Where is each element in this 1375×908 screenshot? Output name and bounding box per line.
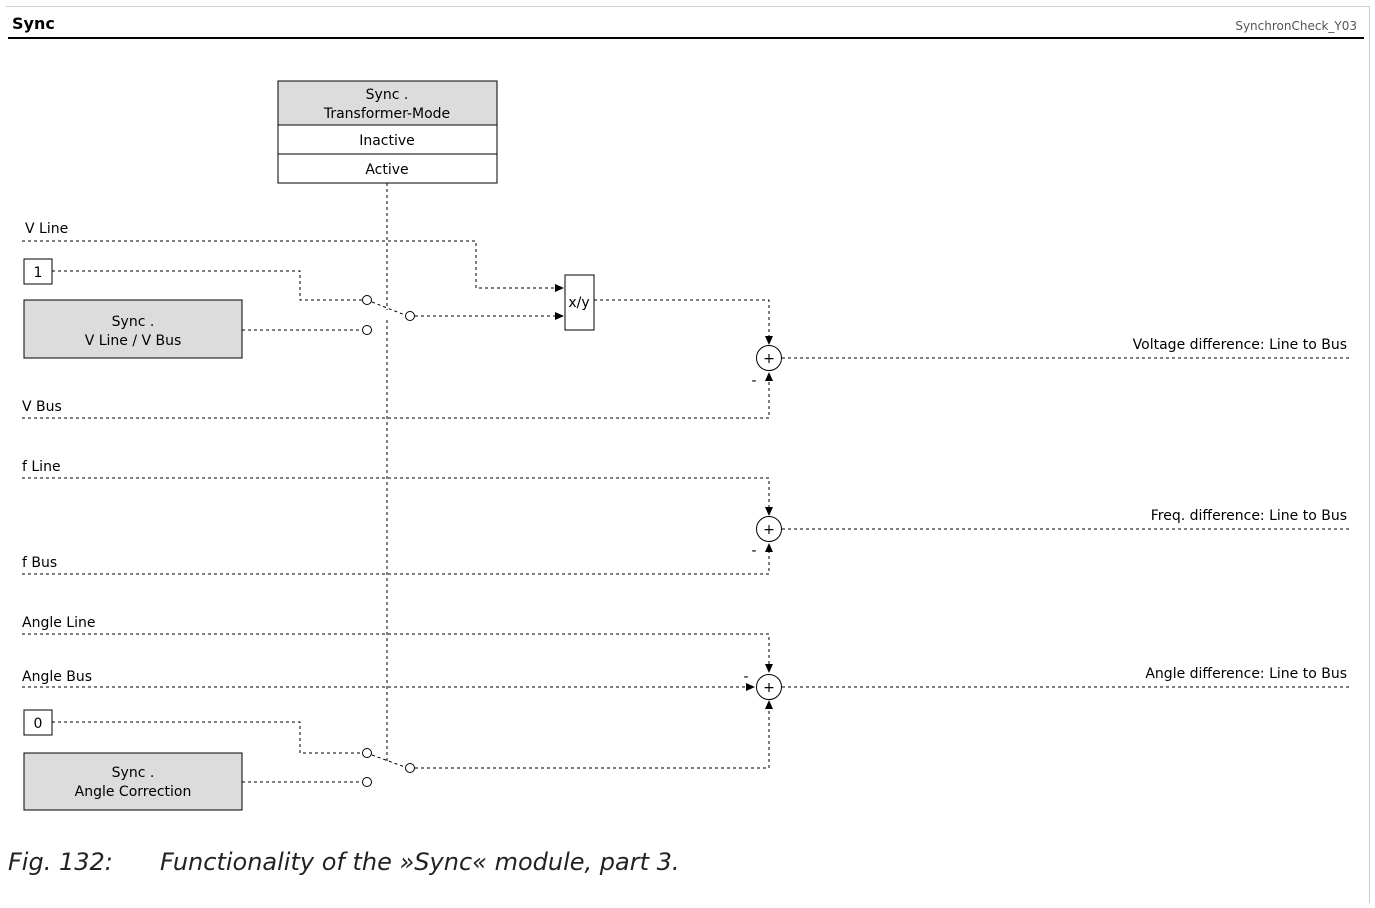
v-bus-label: V Bus: [22, 399, 62, 415]
arrow-head: [765, 507, 773, 516]
angle-bus-label: Angle Bus: [22, 669, 92, 685]
mode-option-active: [277, 153, 498, 184]
sum-plus: +: [763, 522, 775, 538]
switch-contact: [362, 748, 372, 758]
arrow-head: [765, 700, 773, 709]
figure-number: Fig. 132:: [8, 848, 113, 876]
angle-corr-title-2: Angle Correction: [75, 784, 192, 800]
const-one-wire: [52, 270, 362, 301]
switch-arm: [371, 301, 406, 316]
const-one-label: 1: [34, 265, 43, 281]
angle-switch-out-wire: [415, 708, 770, 769]
header-rule: [8, 37, 1364, 39]
v-bus-wire: [22, 380, 770, 419]
arrow-head: [765, 372, 773, 381]
f-line-wire: [22, 477, 770, 508]
angle-corr-title-1: Sync .: [112, 765, 155, 781]
mode-table-header: [277, 80, 498, 126]
divider-block: [564, 274, 595, 331]
sum-minus: -: [743, 669, 748, 685]
angle-correction-setting-box: [23, 752, 243, 811]
transformer-mode-table: Sync . Transformer-Mode Inactive Active: [277, 80, 498, 184]
arrow-head: [555, 284, 564, 292]
const-one-box: [23, 258, 53, 285]
freq-diff-label: Freq. difference: Line to Bus: [1151, 508, 1347, 524]
figure-caption: Fig. 132: Functionality of the »Sync« mod…: [8, 848, 680, 876]
summing-junction-voltage: [756, 345, 782, 371]
angle-line-label: Angle Line: [22, 615, 95, 631]
diagram-title: Sync: [12, 14, 55, 33]
arrow-head: [765, 664, 773, 673]
f-line-label: f Line: [22, 459, 61, 475]
switch-contact: [362, 777, 372, 787]
mode-inactive-label: Inactive: [359, 133, 415, 149]
f-bus-label: f Bus: [22, 555, 57, 571]
switch-common: [405, 311, 415, 321]
arrow-head: [765, 543, 773, 552]
sum-minus: -: [751, 543, 756, 559]
divider-label: x/y: [568, 295, 589, 311]
angle-line-wire: [22, 633, 770, 665]
mode-option-inactive: [277, 124, 498, 155]
arrow-head: [746, 683, 755, 691]
mode-table-title-2: Transformer-Mode: [323, 106, 450, 122]
v-ratio-setting-box: [23, 299, 243, 359]
mode-active-label: Active: [365, 162, 408, 178]
v-line-label: V Line: [25, 221, 68, 237]
voltage-diff-label: Voltage difference: Line to Bus: [1133, 337, 1347, 353]
sum-plus: +: [763, 680, 775, 696]
sum-minus: -: [751, 373, 756, 389]
mode-table-title-1: Sync .: [366, 87, 409, 103]
v-ratio-title-1: Sync .: [112, 314, 155, 330]
angle-diff-label: Angle difference: Line to Bus: [1145, 666, 1347, 682]
const-zero-wire: [52, 721, 362, 754]
arrow-head: [765, 336, 773, 345]
v-line-wire: [22, 240, 556, 289]
v-ratio-title-2: V Line / V Bus: [85, 333, 182, 349]
switch-arm: [371, 754, 406, 768]
switch-contact: [362, 325, 372, 335]
summing-junction-angle: [756, 674, 782, 700]
diagram-frame: [6, 6, 1370, 903]
summing-junction-frequency: [756, 516, 782, 542]
divider-out-wire: [594, 299, 770, 337]
switch-contact: [362, 295, 372, 305]
f-bus-wire: [22, 551, 770, 575]
const-zero-box: [23, 709, 53, 736]
const-zero-label: 0: [34, 716, 43, 732]
sum-plus: +: [763, 351, 775, 367]
arrow-head: [555, 312, 564, 320]
figure-caption-text: Functionality of the »Sync« module, part…: [160, 848, 680, 876]
diagram-id: SynchronCheck_Y03: [1235, 19, 1357, 33]
switch-common: [405, 763, 415, 773]
